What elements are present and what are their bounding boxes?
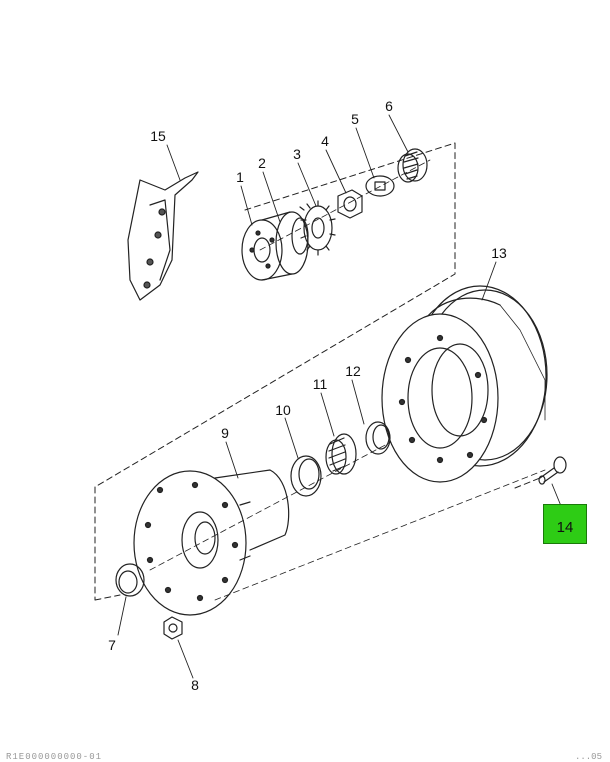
dashed-boundary-upper xyxy=(94,142,456,488)
callout-14-highlighted[interactable]: 14 xyxy=(543,504,587,544)
inner-race-part xyxy=(290,455,322,497)
inner-bearing-part xyxy=(325,433,357,475)
leader-lines xyxy=(117,114,562,679)
washer-part xyxy=(365,175,395,197)
wheel-stud-part xyxy=(538,456,567,485)
callout-5: 5 xyxy=(351,111,359,127)
callout-7: 7 xyxy=(108,637,116,653)
callout-labels: 15 1 2 3 4 5 6 13 12 11 10 9 7 8 xyxy=(108,98,507,693)
callout-4: 4 xyxy=(321,133,329,149)
wheel-hub-part xyxy=(133,469,290,616)
dashed-boundary-lower xyxy=(94,477,541,601)
callout-14-label: 14 xyxy=(556,518,574,536)
callout-8: 8 xyxy=(191,677,199,693)
callout-12: 12 xyxy=(345,363,361,379)
callout-13: 13 xyxy=(491,245,507,261)
hub-seal-part xyxy=(115,563,145,597)
footer-right-code: ...05 xyxy=(574,752,602,762)
callout-3: 3 xyxy=(293,146,301,162)
callout-10: 10 xyxy=(275,402,291,418)
brake-shield-part xyxy=(127,171,199,301)
bearing-race-part xyxy=(365,421,391,455)
hex-nut-part xyxy=(337,189,363,219)
callout-11: 11 xyxy=(313,376,328,392)
callout-6: 6 xyxy=(385,98,393,114)
callout-15: 15 xyxy=(150,128,166,144)
callout-2: 2 xyxy=(258,155,266,171)
callout-1: 1 xyxy=(236,169,244,185)
callout-9: 9 xyxy=(221,425,229,441)
brake-rotor-part xyxy=(381,285,548,483)
wheel-nut-part xyxy=(163,616,183,640)
footer-left-code: R1E000000000-01 xyxy=(6,752,103,762)
toothed-ring-part xyxy=(299,200,336,256)
outer-bearing-part xyxy=(397,148,428,183)
